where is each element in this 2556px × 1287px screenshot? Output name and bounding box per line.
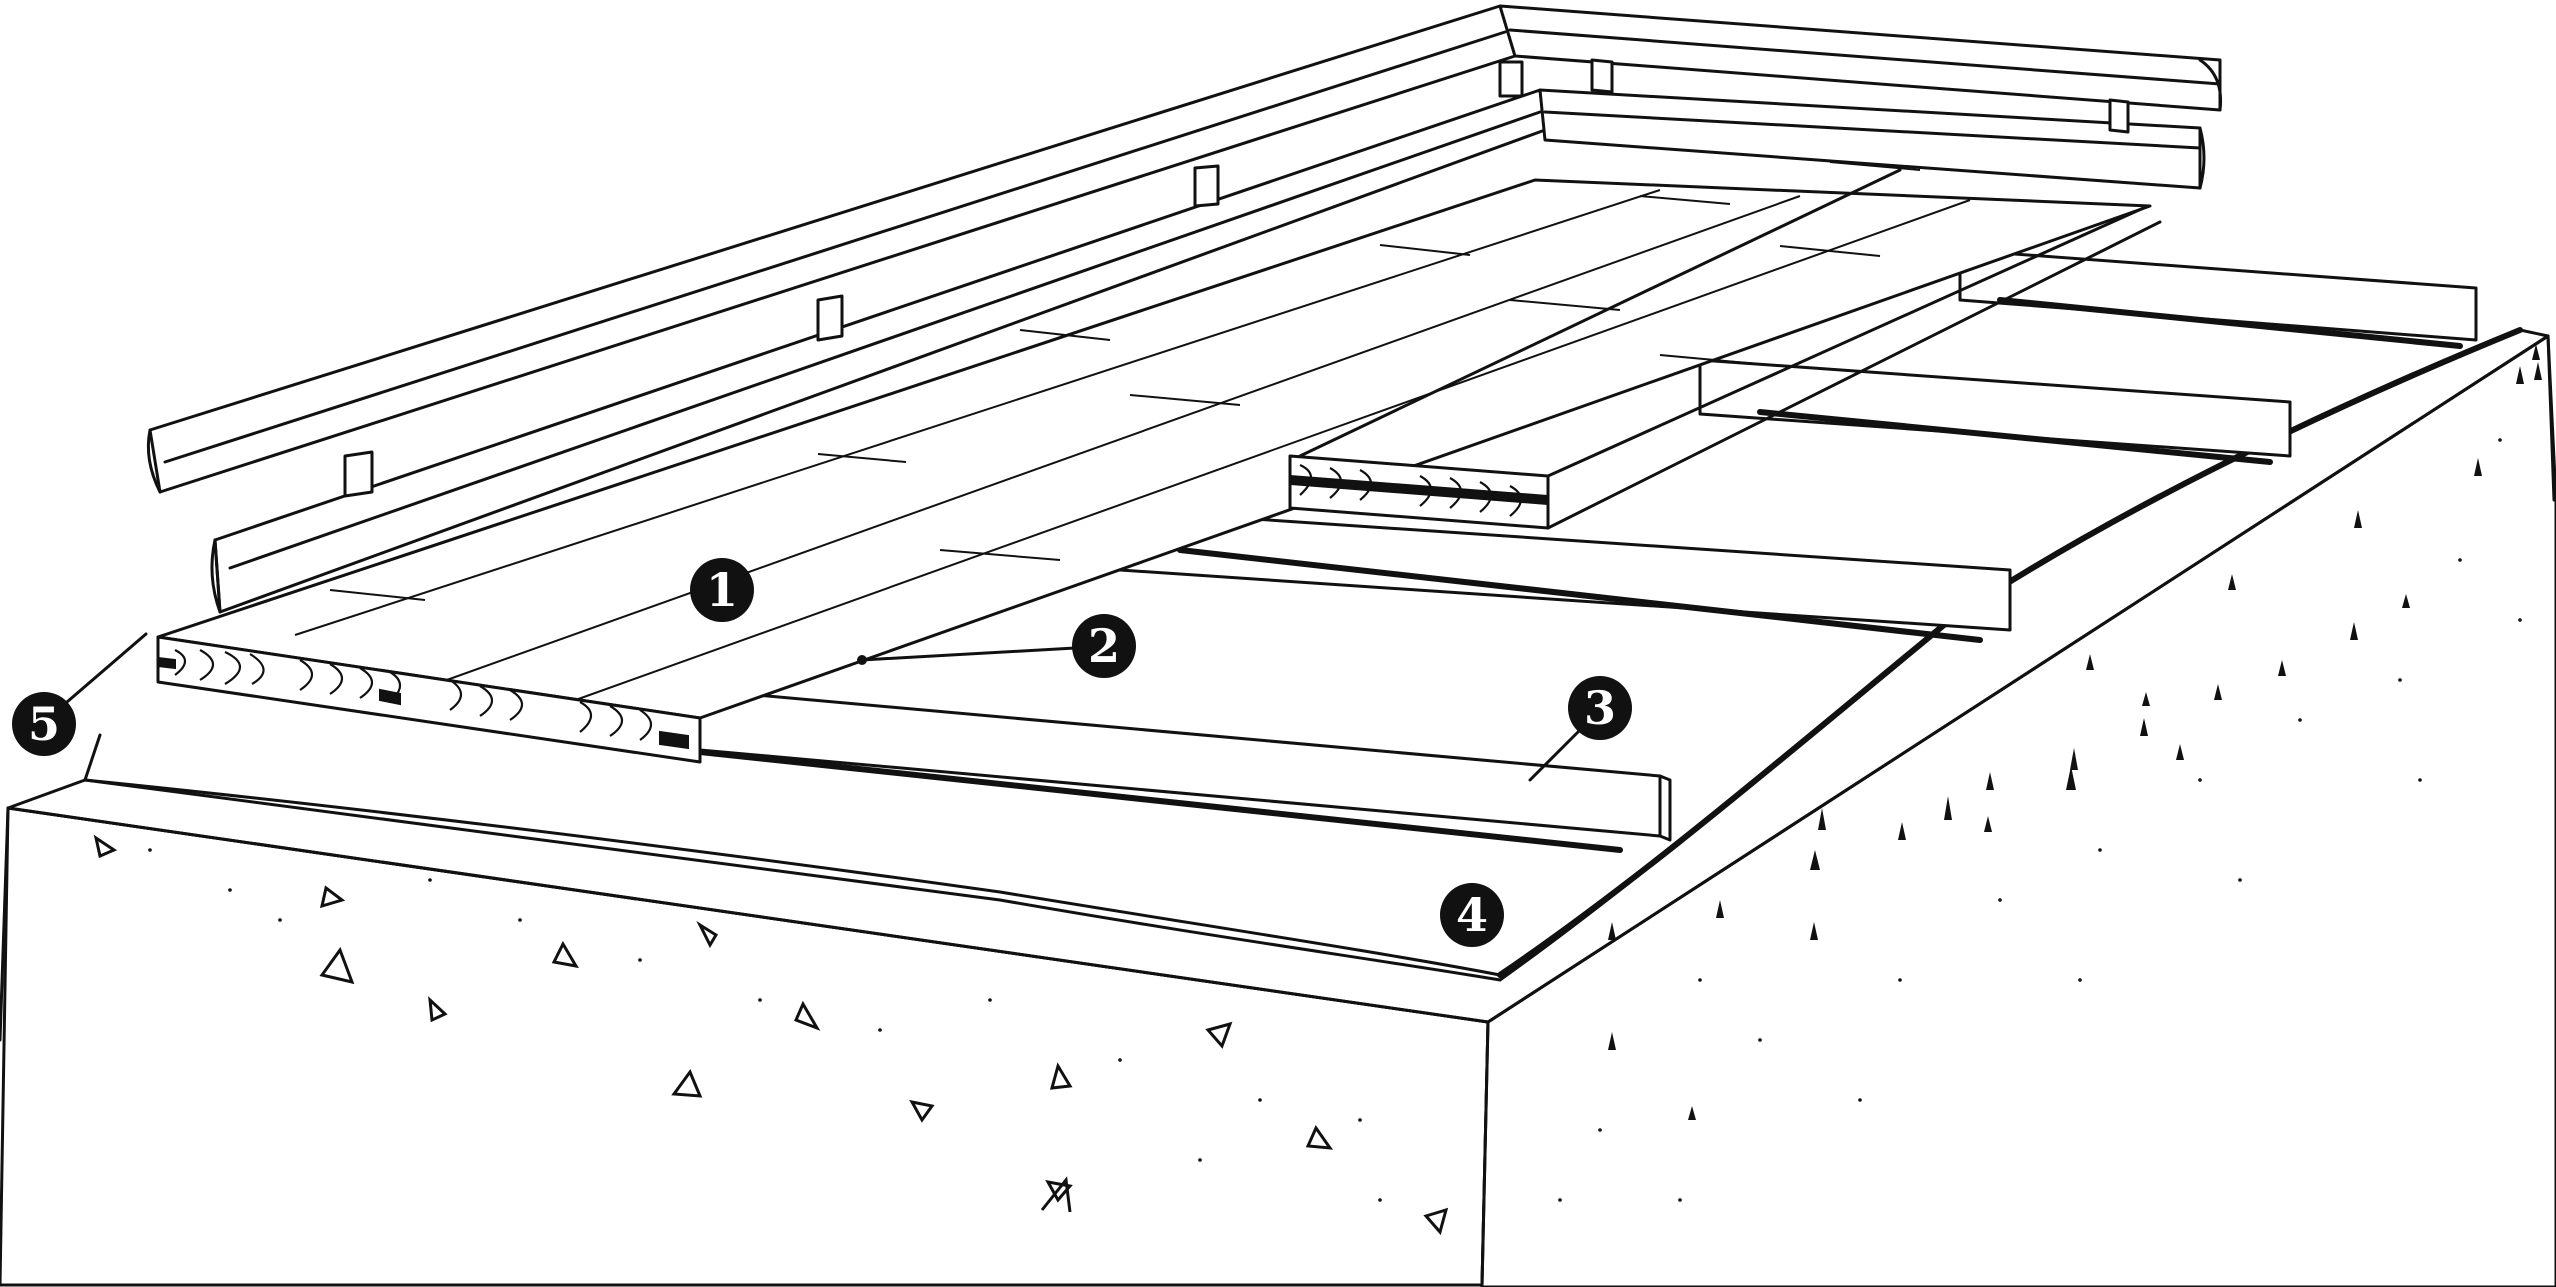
floor-boards — [156, 161, 2162, 764]
aggregate-mark — [93, 834, 118, 859]
callout-3-label: 3 — [1584, 681, 1616, 735]
callout-2-label: 2 — [1088, 619, 1120, 673]
batten-front — [697, 688, 1672, 853]
callout-1: 1 — [690, 558, 754, 622]
leader-lines — [58, 632, 1582, 782]
callout-4-label: 4 — [1456, 888, 1488, 942]
batten-rear-1 — [1698, 358, 2292, 465]
batten-rear-2 — [1958, 248, 2478, 349]
callout-4-circle — [1440, 883, 1504, 947]
battens — [697, 248, 2478, 853]
callout-5-circle — [12, 692, 76, 756]
batten-middle — [1118, 508, 2012, 643]
callout-1-circle — [690, 558, 754, 622]
callout-5-label: 5 — [28, 697, 60, 751]
callout-2: 2 — [1072, 614, 1136, 678]
leader-2 — [860, 646, 1077, 662]
callout-5: 5 — [12, 692, 76, 756]
leader-3 — [1528, 728, 1582, 782]
skirting-board — [146, 4, 2223, 614]
callout-3-circle — [1568, 676, 1632, 740]
callout-4: 4 — [1440, 883, 1504, 947]
callout-1-label: 1 — [706, 563, 738, 617]
leader-5 — [58, 632, 148, 710]
callout-2-circle — [1072, 614, 1136, 678]
callout-3: 3 — [1568, 676, 1632, 740]
